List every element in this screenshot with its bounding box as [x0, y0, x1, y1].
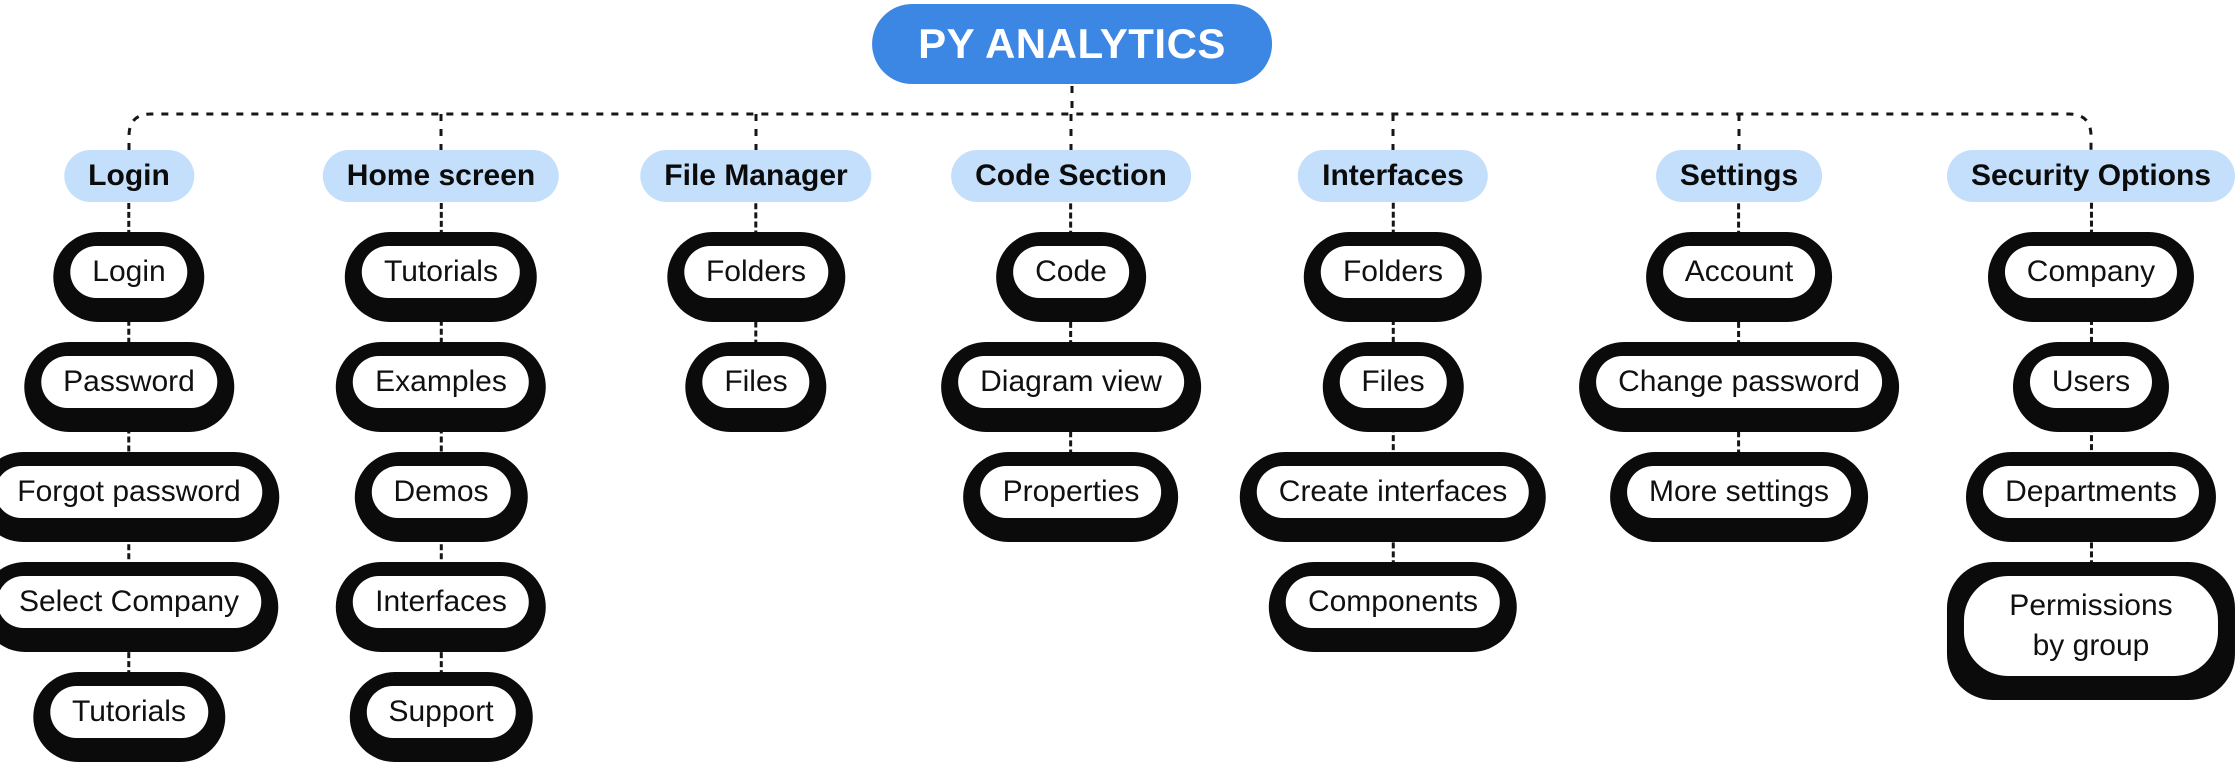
- node-code-properties[interactable]: Properties: [963, 452, 1179, 542]
- node-label: More settings: [1626, 466, 1852, 518]
- category-node-login[interactable]: Login: [64, 150, 194, 202]
- branch-settings: Settings Account Change password More se…: [1579, 150, 1899, 562]
- node-label: Forgot password: [0, 466, 263, 518]
- branch-home-screen: Home screen Tutorials Examples Demos Int…: [322, 150, 560, 772]
- node-filemanager-folders[interactable]: Folders: [666, 232, 846, 322]
- node-code-code[interactable]: Code: [996, 232, 1146, 322]
- category-node-security-options[interactable]: Security Options: [1946, 150, 2236, 202]
- node-security-permissions-by-group[interactable]: Permissions by group: [1946, 562, 2236, 700]
- node-filemanager-files[interactable]: Files: [685, 342, 827, 432]
- node-label: Tutorials: [50, 686, 208, 738]
- branch-connector-line: [439, 176, 443, 712]
- node-security-company[interactable]: Company: [1987, 232, 2195, 322]
- category-node-home-screen[interactable]: Home screen: [322, 150, 560, 202]
- category-node-file-manager[interactable]: File Manager: [640, 150, 872, 202]
- node-interfaces-create-interfaces[interactable]: Create interfaces: [1239, 452, 1547, 542]
- node-label: Support: [366, 686, 516, 738]
- root-node[interactable]: PY ANALYTICS: [872, 4, 1272, 84]
- node-label: Properties: [980, 466, 1162, 518]
- node-label: Create interfaces: [1256, 466, 1530, 518]
- node-home-tutorials[interactable]: Tutorials: [345, 232, 537, 322]
- node-interfaces-files[interactable]: Files: [1322, 342, 1464, 432]
- node-security-departments[interactable]: Departments: [1966, 452, 2216, 542]
- node-label: Company: [2004, 246, 2178, 298]
- branch-connector-line: [1737, 176, 1741, 492]
- node-label: Select Company: [0, 576, 262, 628]
- node-label: Files: [702, 356, 810, 408]
- branch-security-options: Security Options Company Users Departmen…: [1946, 150, 2236, 720]
- trunk-line: [127, 112, 2093, 150]
- node-label: Login: [70, 246, 188, 298]
- node-label: Components: [1285, 576, 1501, 628]
- node-code-diagram-view[interactable]: Diagram view: [941, 342, 1201, 432]
- node-label: Demos: [371, 466, 511, 518]
- node-security-users[interactable]: Users: [2012, 342, 2170, 432]
- node-interfaces-folders[interactable]: Folders: [1303, 232, 1483, 322]
- category-node-interfaces[interactable]: Interfaces: [1298, 150, 1488, 202]
- node-login-forgot-password[interactable]: Forgot password: [0, 452, 280, 542]
- node-label: Account: [1662, 246, 1816, 298]
- node-label: Code: [1013, 246, 1129, 298]
- branch-file-manager: File Manager Folders Files: [640, 150, 872, 452]
- node-label: Departments: [1983, 466, 2199, 518]
- node-login-tutorials[interactable]: Tutorials: [33, 672, 225, 762]
- node-settings-change-password[interactable]: Change password: [1579, 342, 1899, 432]
- node-label: Diagram view: [958, 356, 1184, 408]
- category-node-code-section[interactable]: Code Section: [951, 150, 1191, 202]
- node-home-interfaces[interactable]: Interfaces: [336, 562, 546, 652]
- node-interfaces-components[interactable]: Components: [1268, 562, 1518, 652]
- node-settings-account[interactable]: Account: [1645, 232, 1833, 322]
- node-home-demos[interactable]: Demos: [354, 452, 528, 542]
- node-label: Examples: [353, 356, 529, 408]
- node-login-password[interactable]: Password: [24, 342, 234, 432]
- category-node-settings[interactable]: Settings: [1655, 150, 1823, 202]
- branch-code-section: Code Section Code Diagram view Propertie…: [941, 150, 1201, 562]
- node-login-select-company[interactable]: Select Company: [0, 562, 279, 652]
- branch-connector-line: [1069, 176, 1073, 492]
- node-settings-more-settings[interactable]: More settings: [1609, 452, 1869, 542]
- node-label: Interfaces: [353, 576, 529, 628]
- node-label: Files: [1339, 356, 1447, 408]
- branch-connector-line: [127, 176, 131, 712]
- node-label: Change password: [1596, 356, 1882, 408]
- node-home-examples[interactable]: Examples: [336, 342, 546, 432]
- node-home-support[interactable]: Support: [349, 672, 533, 762]
- branch-login: Login Login Password Forgot password Sel…: [0, 150, 280, 772]
- node-label: Users: [2029, 356, 2153, 408]
- node-label: Folders: [1320, 246, 1466, 298]
- branch-interfaces: Interfaces Folders Files Create interfac…: [1239, 150, 1547, 672]
- node-label: Folders: [683, 246, 829, 298]
- node-label: Tutorials: [362, 246, 520, 298]
- node-login-login[interactable]: Login: [53, 232, 205, 322]
- node-label: Permissions by group: [1963, 576, 2219, 676]
- node-label: Password: [41, 356, 217, 408]
